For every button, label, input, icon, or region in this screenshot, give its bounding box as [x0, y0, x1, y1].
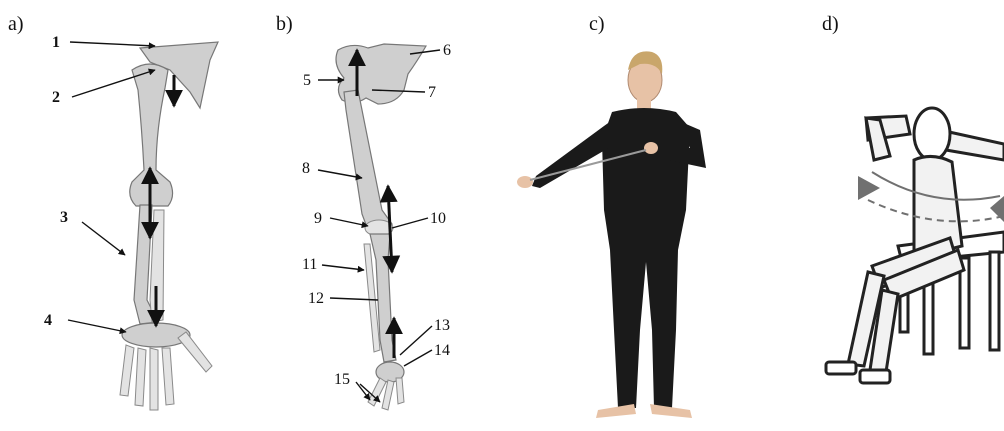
leader-4 [68, 320, 126, 332]
leader-1 [70, 42, 155, 46]
figure-head [914, 108, 950, 160]
person-hand-left [517, 176, 533, 188]
leader-3 [82, 222, 125, 255]
label-5: 5 [303, 72, 311, 89]
panel-d: d) [822, 13, 1004, 383]
person-feet [596, 404, 692, 418]
femur-bone [344, 90, 392, 230]
leader-9 [330, 218, 368, 226]
label-11: 11 [302, 256, 317, 273]
person-head [628, 51, 662, 110]
foot-bones [368, 362, 404, 410]
panel-label-b: b) [276, 13, 293, 35]
leader-13 [400, 326, 432, 355]
label-10: 10 [430, 210, 446, 227]
panel-label-c: c) [589, 13, 605, 35]
hand-bones [120, 323, 212, 410]
leader-11 [322, 265, 364, 270]
panel-b: b) 5 6 7 [276, 13, 451, 410]
figure-foot-right [860, 370, 890, 383]
label-15: 15 [334, 371, 350, 388]
figure-foot-left [826, 362, 856, 374]
panel-c: c) [517, 13, 706, 418]
label-13: 13 [434, 317, 450, 334]
panel-label-d: d) [822, 13, 839, 35]
leader-10 [392, 218, 428, 228]
label-1: 1 [52, 34, 60, 51]
label-8: 8 [302, 160, 310, 177]
label-14: 14 [434, 342, 450, 359]
label-7: 7 [428, 84, 436, 101]
label-6: 6 [443, 42, 451, 59]
label-4: 4 [44, 312, 52, 329]
label-12: 12 [308, 290, 324, 307]
person-hand-right [644, 142, 658, 154]
rotation-arrowhead-left [858, 176, 880, 200]
panel-label-a: a) [8, 13, 24, 35]
panel-a: a) 1 2 3 4 [8, 13, 218, 410]
label-3: 3 [60, 209, 68, 226]
leader-14 [404, 350, 432, 366]
label-2: 2 [52, 89, 60, 106]
label-9: 9 [314, 210, 322, 227]
